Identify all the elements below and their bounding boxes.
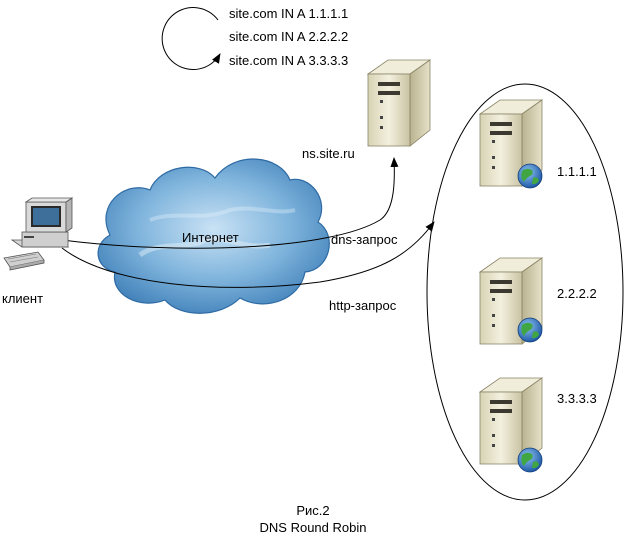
caption-figure-number: Рис.2 [296, 503, 330, 518]
server-3-icon [479, 377, 543, 473]
http-request-path [61, 221, 435, 288]
globe-icon [517, 447, 543, 473]
dns-request-label: dns-запрос [331, 232, 398, 247]
internet-cloud [97, 158, 330, 314]
dns-record-3: site.com IN A 3.3.3.3 [229, 53, 349, 68]
server-2-icon [479, 257, 543, 345]
client-label: клиент [2, 291, 44, 306]
client-computer-icon [3, 197, 74, 271]
server-farm-group [426, 83, 624, 501]
globe-icon [517, 163, 543, 189]
server-3-ip: 3.3.3.3 [557, 391, 597, 406]
dns-record-1: site.com IN A 1.1.1.1 [229, 6, 349, 21]
nameserver-label: ns.site.ru [302, 146, 355, 161]
server-1-ip: 1.1.1.1 [557, 164, 597, 179]
http-request-label: http-запрос [329, 298, 397, 313]
server-1-icon [479, 99, 543, 189]
dns-record-2: site.com IN A 2.2.2.2 [229, 29, 349, 44]
dns-request-path [61, 157, 399, 249]
nameserver-icon [367, 59, 431, 147]
caption-title: DNS Round Robin [259, 520, 367, 535]
rotation-arrow [161, 7, 221, 71]
cloud-label: Интернет [182, 230, 239, 245]
globe-icon [517, 317, 543, 343]
server-2-ip: 2.2.2.2 [557, 286, 597, 301]
